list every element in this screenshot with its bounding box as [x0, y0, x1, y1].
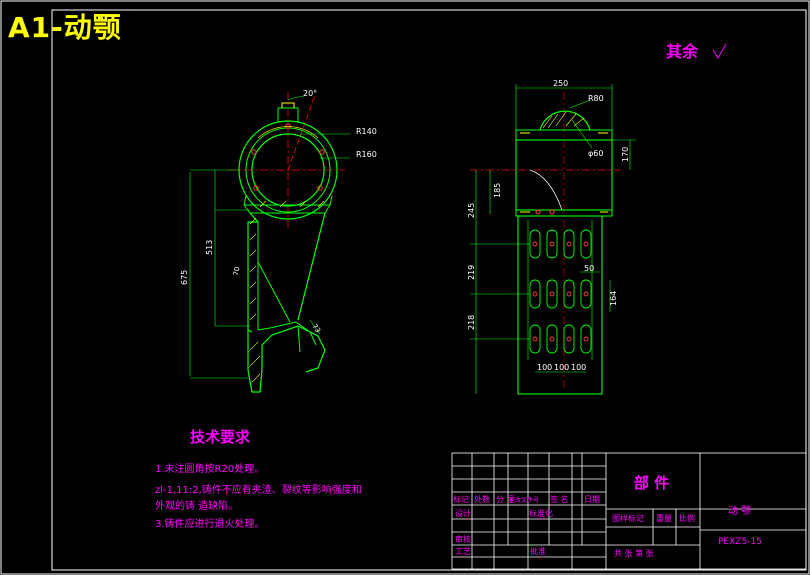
- slot-grid: [529, 229, 592, 354]
- tech-line-1: 1.未注圆角按R20处理。: [155, 464, 265, 475]
- tb-header-mark: 标记: [453, 494, 469, 504]
- tb-row-design: 设计: [455, 508, 471, 518]
- dim-r80-label: R80: [588, 94, 604, 103]
- dim-170-label: 170: [621, 147, 630, 162]
- dim-70-label: 70: [232, 266, 241, 276]
- dim-513-label: 513: [205, 240, 214, 255]
- tb-header-zone: 分 区: [496, 495, 515, 504]
- tb-header-sign: 签 名: [550, 494, 569, 504]
- tech-line-2: zl-1,11:2,铸件不应有夹渣、裂纹等影响强度和: [155, 485, 362, 496]
- dim-angle-label: 20°: [303, 89, 317, 98]
- tech-line-4: 3.铸件应进行退火处理。: [155, 519, 265, 530]
- title-block: [451, 452, 807, 570]
- dim-73-label: 73: [310, 323, 322, 335]
- dim-pitch-3-label: 100: [571, 363, 586, 372]
- surface-note: 其余: [666, 42, 699, 61]
- inner-frame: [51, 9, 807, 571]
- dim-245-label: 245: [467, 203, 476, 218]
- tb-header-doc: 更改文件号: [509, 496, 539, 504]
- tb-std-mark: 标准化: [529, 508, 553, 518]
- tb-part-name: 动 颚: [728, 505, 751, 517]
- dim-50-label: 50: [584, 264, 594, 273]
- tb-sheets: 共 张 第 张: [614, 548, 654, 558]
- drawing-title: A1-动颚: [8, 11, 122, 44]
- tb-header-date: 日期: [584, 495, 600, 504]
- dim-phi60-label: φ60: [588, 149, 603, 158]
- tb-approve: 批准: [530, 546, 546, 556]
- tech-requirements-heading: 技术要求: [190, 428, 251, 446]
- tb-row-process: 工艺: [455, 547, 471, 556]
- tb-drawing-no: PEXZ5-15: [718, 537, 762, 547]
- title-block-text: 标记 处数 分 区 更改文件号 签 名 日期 设计 标准化 审核 工艺 批准 部…: [453, 474, 762, 558]
- tb-part-label: 部 件: [634, 474, 669, 492]
- dim-250-label: 250: [553, 79, 568, 88]
- tb-header-count: 处数: [474, 494, 490, 504]
- roughness-symbol-icon: [712, 43, 727, 59]
- dim-r160-label: R160: [356, 150, 377, 159]
- dim-164-label: 164: [609, 291, 618, 306]
- left-view: 20° R140 R160 675 513 70 73: [180, 89, 377, 393]
- dim-675-label: 675: [180, 270, 189, 285]
- dim-r140-label: R140: [356, 127, 377, 136]
- tb-row-check: 审核: [455, 534, 471, 544]
- right-view: 250 R80 φ60 170 245 185 219 164 218 50 1…: [467, 79, 636, 395]
- dim-185-label: 185: [493, 183, 502, 198]
- tb-weight: 重量: [656, 513, 672, 523]
- tb-stage-mark: 图样标记: [612, 513, 644, 523]
- tech-line-3: 外观的铸 造缺陷。: [155, 501, 239, 512]
- dim-218-label: 218: [467, 315, 476, 330]
- dim-219-label: 219: [467, 265, 476, 280]
- tb-scale: 比例: [679, 513, 695, 523]
- dim-pitch-2-label: 100: [554, 363, 569, 372]
- dim-pitch-1-label: 100: [537, 363, 552, 372]
